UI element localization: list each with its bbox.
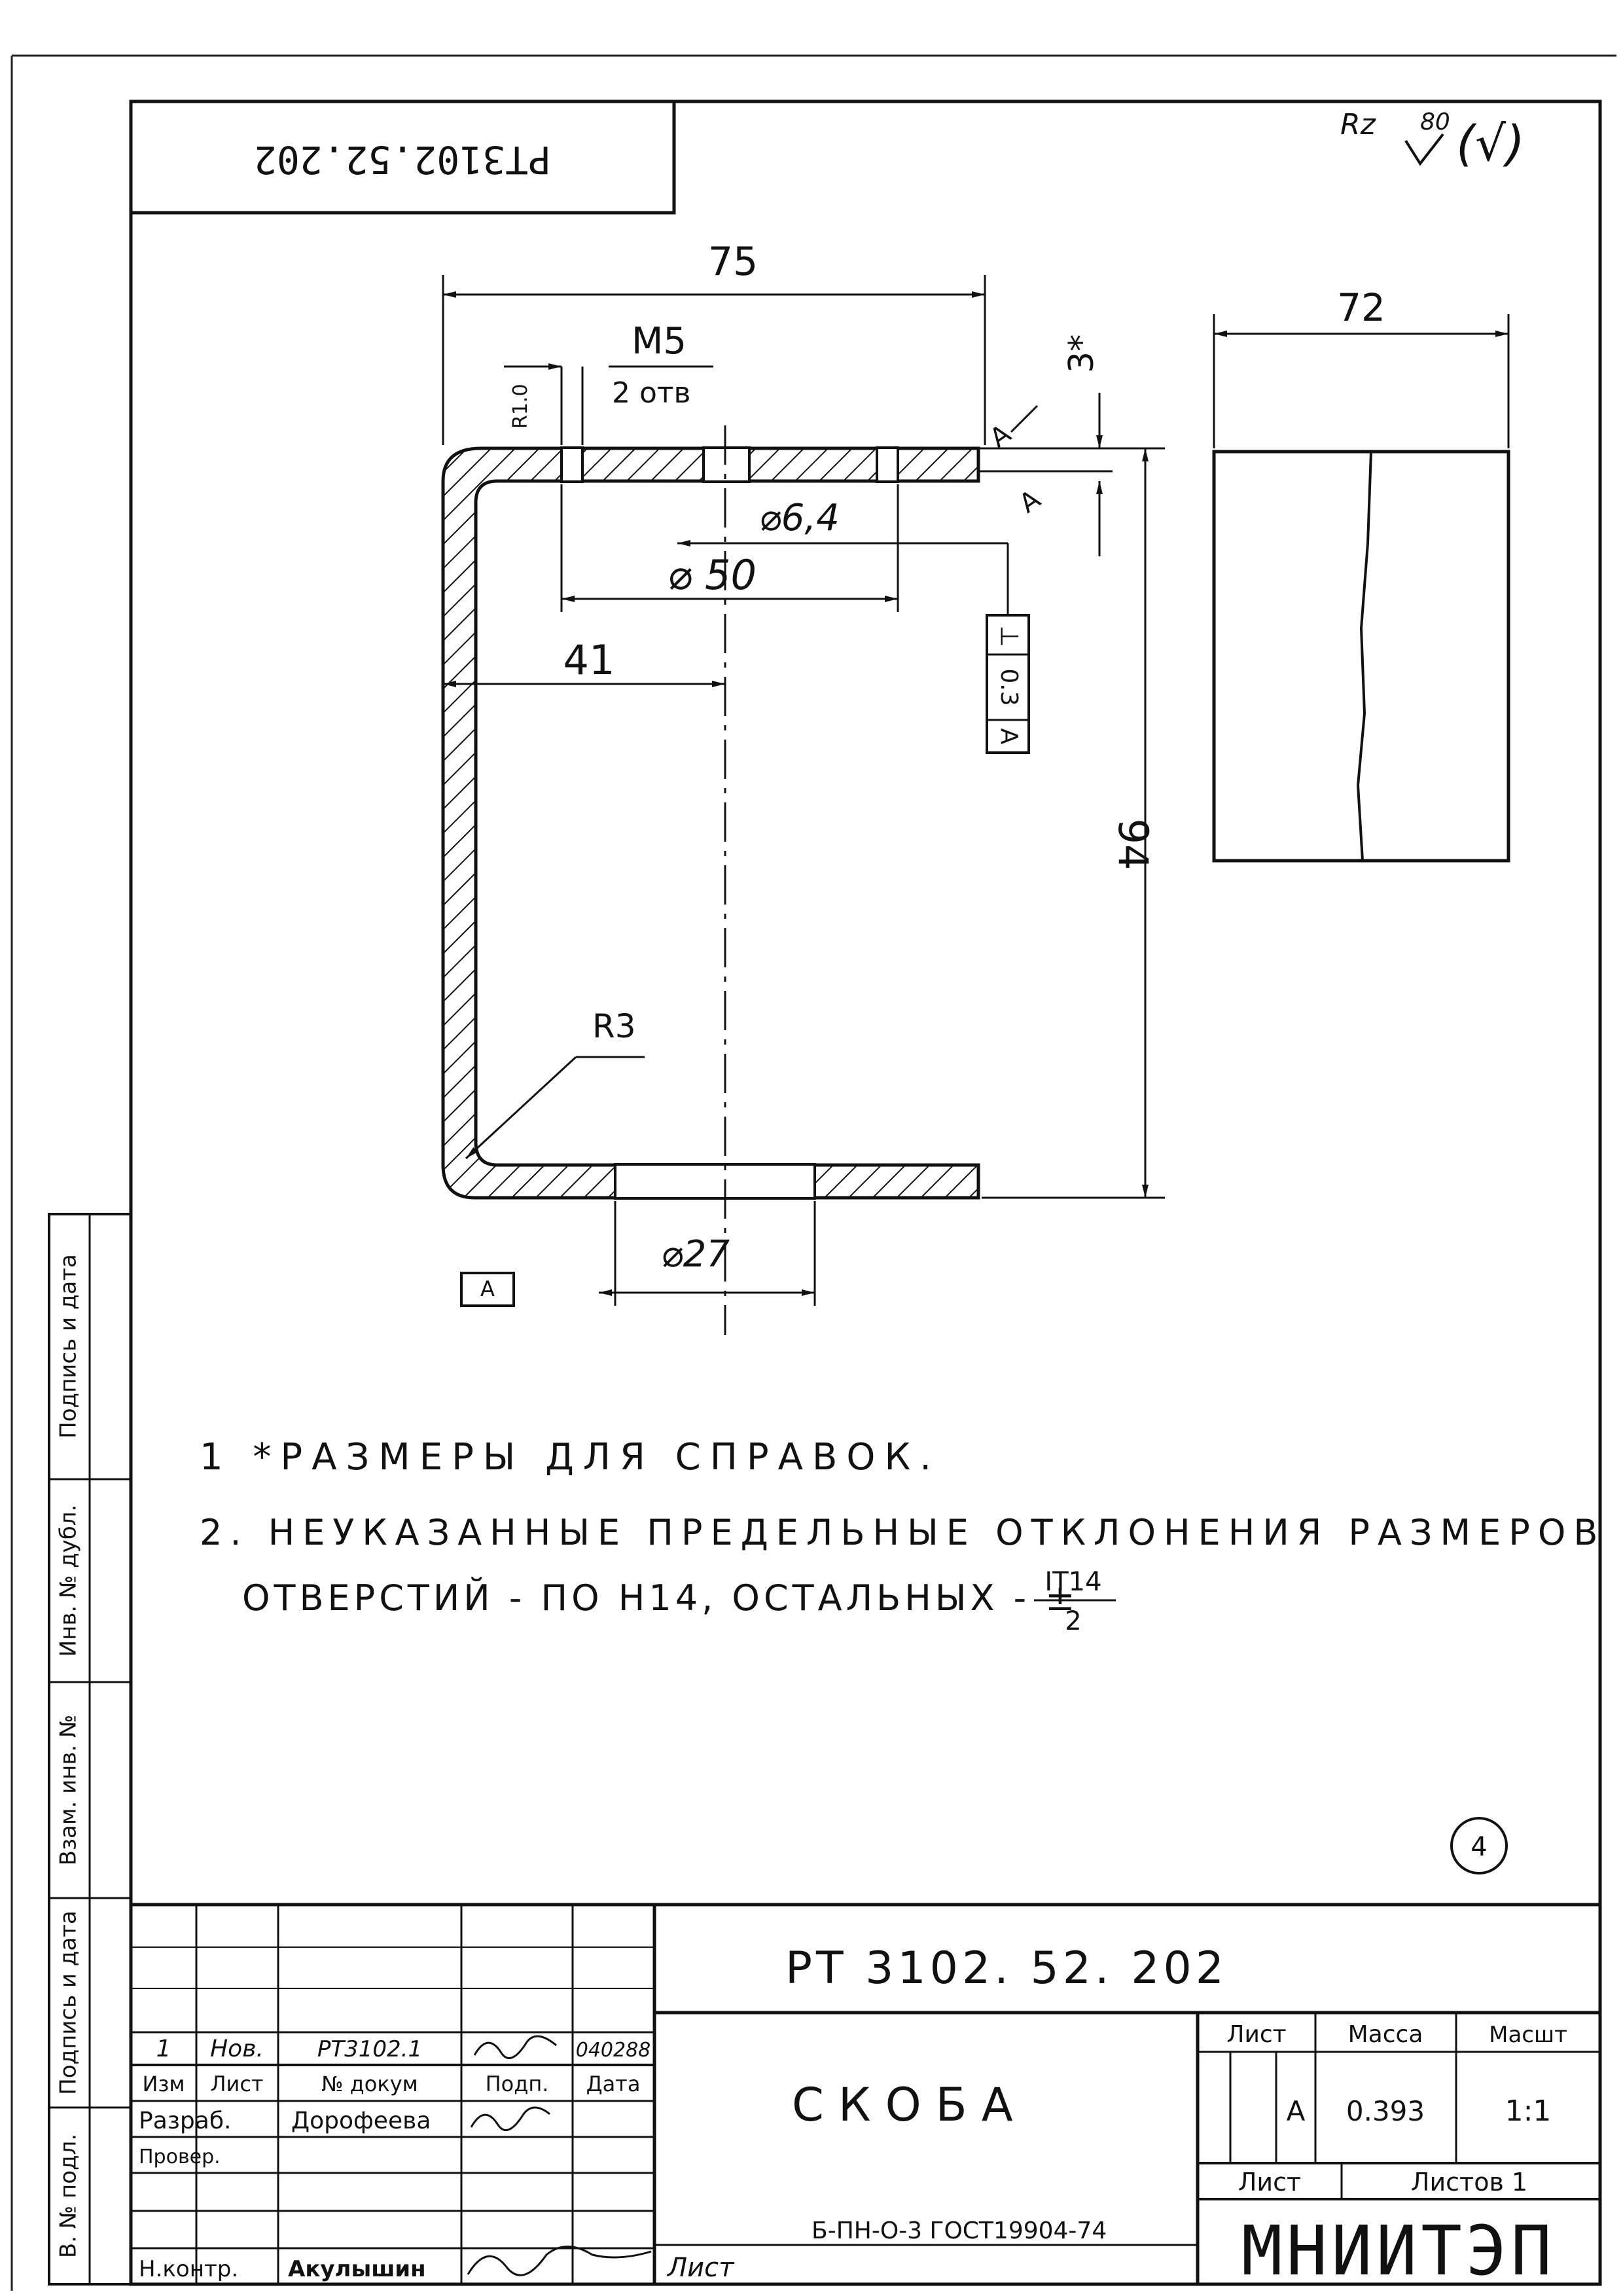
rev-doc: РТ3102.1	[317, 2036, 422, 2062]
bracket-section	[441, 446, 980, 1200]
notes: 1 *РАЗМЕРЫ ДЛЯ СПРАВОК. 2. НЕУКАЗАННЫЕ П…	[200, 1436, 1605, 1636]
datum-box	[460, 1272, 515, 1307]
title-block: 1 Нов. РТ3102.1 040288 Изм Лист № докум …	[131, 1903, 1600, 2291]
nkontr-signature	[467, 2246, 652, 2276]
sheets-label: Листов 1	[1411, 2168, 1527, 2197]
bottom-hole-diameter: ⌀27	[661, 1233, 730, 1276]
center-hole	[702, 446, 751, 483]
hdr-mass: Масса	[1348, 2021, 1423, 2048]
break-line	[1356, 451, 1372, 861]
tolerance-value: 0.3	[995, 668, 1022, 706]
thread-hole-right	[876, 446, 899, 483]
circle-mark	[1450, 1817, 1508, 1874]
bottom-hole	[614, 1163, 816, 1200]
side-stamp-5: В. № подл.	[56, 2134, 82, 2258]
hdr-doc: № докум	[321, 2072, 418, 2096]
side-stamp-2: Инв. № дубл.	[56, 1505, 82, 1657]
scale-value: 1:1	[1505, 2094, 1552, 2128]
thread-hole-left	[560, 446, 584, 483]
hdr-sheet: Лист	[1226, 2021, 1286, 2048]
nkontr-label: Н.контр.	[139, 2256, 238, 2282]
thread-count: 2 отв	[612, 376, 690, 410]
tolerance-symbol: ⊥	[995, 625, 1024, 647]
dim-94: 94	[1109, 819, 1157, 870]
note-denominator: 2	[1065, 1606, 1081, 1636]
side-dim-72: 72	[1337, 285, 1385, 330]
razrab-name: Дорофеева	[291, 2108, 431, 2134]
side-stamp: Подпись и дата Инв. № дубл. Взам. инв. №…	[48, 1213, 132, 2286]
hdr-sign: Подп.	[486, 2072, 549, 2096]
sheet-label: Лист	[1238, 2168, 1301, 2197]
dim-thickness: 3*	[1062, 334, 1101, 373]
radius-bend: R3	[592, 1007, 636, 1045]
nkontr-name: Акулышин	[288, 2256, 426, 2282]
side-view: 72	[1212, 285, 1510, 863]
side-stamp-4: Подпись и дата	[56, 1910, 82, 2095]
doc-number: РТ 3102. 52. 202	[785, 1943, 1228, 1994]
dim-75: 75	[708, 239, 758, 285]
rev-signature	[473, 2035, 557, 2059]
mass-value: 0.393	[1346, 2095, 1425, 2127]
datum-box-label: A	[480, 1276, 495, 1301]
prover-label: Провер.	[139, 2145, 221, 2168]
rev-izm: 1	[156, 2036, 171, 2062]
note-it14: IT14	[1044, 1567, 1101, 1597]
side-stamp-3: Взам. инв. №	[56, 1715, 82, 1866]
hdr-date: Дата	[586, 2072, 641, 2096]
letter: А	[1287, 2095, 1306, 2127]
roughness-mark: Rz 80 (√)	[1340, 108, 1525, 172]
rz-label: Rz	[1340, 108, 1376, 141]
top-stamp-number: РТ3102.52.202	[254, 137, 551, 182]
tolerance-datum: A	[995, 728, 1022, 745]
razrab-signature	[470, 2106, 550, 2131]
datum-label: А	[1014, 484, 1046, 519]
note-2-line2: ОТВЕРСТИЙ - ПО Н14, ОСТАЛЬНЫХ - ±	[242, 1577, 1079, 1619]
rz-value: 80	[1420, 109, 1450, 135]
top-stamp-box	[129, 99, 676, 215]
thread-label: М5	[632, 320, 687, 363]
front-view: 75 М5 2 отв R1.0 ⌀6,4 ⌀ 50 41 ⊥ 0.3 A	[441, 239, 1165, 1335]
part-name: СКОБА	[792, 2078, 1027, 2132]
rz-rest-symbol: (√)	[1456, 116, 1525, 172]
note-1: 1 *РАЗМЕРЫ ДЛЯ СПРАВОК.	[200, 1436, 940, 1479]
org-name: МНИИТЭП	[1241, 2211, 1556, 2291]
side-stamp-1: Подпись и дата	[56, 1254, 82, 1439]
hole-diameter: ⌀6,4	[759, 497, 840, 539]
hdr-scale: Масшт	[1489, 2022, 1567, 2048]
bolt-circle: ⌀ 50	[668, 551, 757, 599]
material: Б-ПН-О-3 ГОСТ19904-74	[812, 2217, 1107, 2244]
dim-41: 41	[563, 636, 615, 684]
radius-small: R1.0	[509, 384, 532, 429]
rev-list: Нов.	[210, 2036, 264, 2062]
rev-date: 040288	[576, 2039, 651, 2062]
hdr-izm: Изм	[142, 2072, 185, 2096]
hdr-list: Лист	[210, 2072, 263, 2096]
list-word: Лист	[666, 2253, 735, 2283]
drawing-frame	[129, 99, 1602, 2286]
tolerance-frame: ⊥ 0.3 A	[986, 614, 1030, 754]
circle-mark-label: 4	[1471, 1832, 1487, 1862]
note-2-line1: 2. НЕУКАЗАННЫЕ ПРЕДЕЛЬНЫЕ ОТКЛОНЕНИЯ РАЗ…	[200, 1512, 1605, 1553]
razrab-label: Разраб.	[139, 2108, 231, 2134]
